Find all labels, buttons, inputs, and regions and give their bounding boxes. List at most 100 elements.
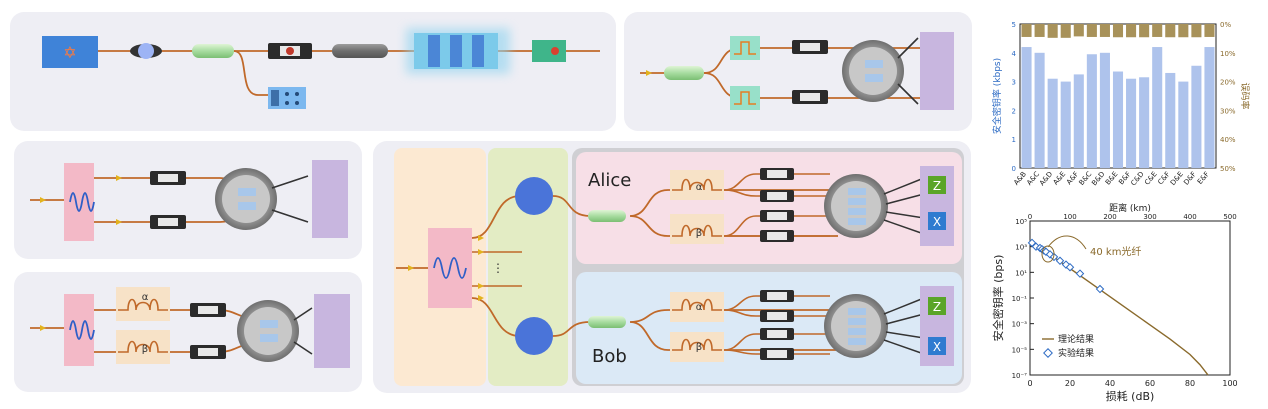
x-tick-label: E&F (1196, 170, 1211, 186)
bar (1126, 78, 1137, 168)
alpha-label-alice: α (696, 182, 703, 193)
x-tick-label: 80 (1185, 379, 1195, 388)
fiber-grating (414, 33, 498, 69)
detector-bottom (314, 294, 350, 368)
y2-tick-label: 40% (1220, 136, 1236, 144)
y2-tick-label: 30% (1220, 107, 1236, 115)
y-tick-label: 10⁻³ (1012, 321, 1028, 329)
detector-mid (312, 160, 348, 238)
qber-bar (1191, 24, 1202, 38)
y-tick-label: 10¹ (1015, 269, 1027, 277)
x-tick-label: D&F (1182, 170, 1198, 187)
qber-bar (1112, 24, 1124, 38)
bar (1060, 81, 1071, 168)
y-tick-label: 4 (1012, 50, 1017, 58)
fiber-coupler (192, 44, 234, 58)
phase-module-2 (792, 90, 828, 104)
exp-point (1095, 284, 1105, 294)
x-tick-label: B&D (1090, 170, 1106, 187)
x-label-bob: X (933, 340, 941, 354)
schematic: ✡ (30, 28, 964, 386)
bar (1178, 81, 1189, 168)
y2-tick-label: 10% (1220, 50, 1236, 58)
qber-bar (1099, 24, 1110, 37)
y-tick-label: 5 (1012, 21, 1016, 29)
legend-theory: 理论结果 (1058, 333, 1094, 345)
x-label-alice: X (933, 215, 941, 229)
alice-label: Alice (588, 170, 631, 191)
x-tick-label: 0 (1027, 379, 1032, 388)
bar (1152, 47, 1163, 168)
delay-alpha-box (116, 287, 170, 321)
x-basis-bob (928, 337, 946, 355)
modulator-1 (268, 43, 312, 59)
x-tick-label: 40 (1105, 379, 1115, 388)
x2-tick-label: 400 (1183, 213, 1196, 221)
z-label-alice: Z (933, 179, 941, 193)
alpha-label-bob: α (696, 302, 703, 313)
bar (1139, 77, 1150, 168)
switch-alice (515, 177, 553, 215)
delay-beta-box (116, 330, 170, 364)
y-tick-label: 0 (1012, 165, 1016, 173)
y-tick-label: 10⁻⁷ (1012, 372, 1028, 380)
bar-chart-y2label: 误码率 (1239, 82, 1251, 109)
line-chart-annotation: 40 km光纤 (1090, 245, 1141, 258)
x-tick-label: 100 (1222, 379, 1237, 388)
bar (1112, 71, 1124, 168)
coupler-top (664, 66, 704, 80)
qber-bar (1034, 24, 1045, 37)
y2-tick-label: 0% (1220, 21, 1231, 29)
y-tick-label: 1 (1012, 136, 1016, 144)
x-tick-label: B&C (1078, 170, 1094, 187)
svg-text:✡: ✡ (63, 43, 76, 62)
bar (1191, 65, 1202, 168)
x2-tick-label: 500 (1223, 213, 1236, 221)
y2-tick-label: 50% (1220, 165, 1236, 173)
qber-bar (1021, 24, 1032, 37)
bar (1047, 78, 1058, 168)
detector-top (920, 32, 954, 110)
bar (1165, 72, 1176, 168)
qber-bar (1060, 24, 1071, 38)
y-tick-label: 10⁻¹ (1012, 295, 1028, 303)
x-tick-label: A&E (1052, 170, 1068, 186)
z-label-bob: Z (933, 300, 941, 314)
x2-tick-label: 200 (1103, 213, 1116, 221)
exp-point (1065, 262, 1075, 272)
legend-exp: 实验结果 (1058, 347, 1094, 359)
line-chart-xlabel: 损耗 (dB) (1106, 389, 1155, 403)
qber-bar (1152, 24, 1163, 37)
panel-source-setup (10, 12, 616, 131)
lens-icon (138, 43, 154, 59)
bar (1073, 74, 1084, 168)
qber-bar (1047, 24, 1058, 38)
bar (1021, 47, 1032, 168)
x-tick-label: C&E (1143, 170, 1159, 186)
qber-bar (1139, 24, 1150, 38)
spectral-filter-network (428, 228, 472, 308)
x2-tick-label: 300 (1143, 213, 1156, 221)
y-tick-label: 3 (1012, 79, 1016, 87)
y-tick-label: 10³ (1015, 244, 1027, 252)
legend: 理论结果 实验结果 (1042, 333, 1094, 359)
z-basis-alice (928, 176, 946, 194)
x-tick-label: B&E (1104, 170, 1120, 186)
x-tick-label: C&F (1156, 170, 1171, 186)
x2-tick-label: 0 (1028, 213, 1032, 221)
beta-label-p4: β (142, 344, 148, 355)
output-module (532, 40, 566, 62)
bar (1204, 47, 1215, 168)
line-chart-ylabel: 安全密钥率 (bps) (991, 255, 1005, 342)
x-basis-alice (928, 212, 946, 230)
z-basis-bob (928, 297, 946, 315)
beta-label-bob: β (696, 342, 702, 353)
bar-chart-ylabel: 安全密钥率 (kbps) (991, 58, 1003, 134)
y-tick-label: 2 (1012, 107, 1016, 115)
fiber-branch (233, 50, 270, 96)
qber-bar (1165, 24, 1176, 38)
y2-tick-label: 20% (1220, 79, 1236, 87)
y-tick-label: 10⁻⁵ (1012, 346, 1028, 354)
